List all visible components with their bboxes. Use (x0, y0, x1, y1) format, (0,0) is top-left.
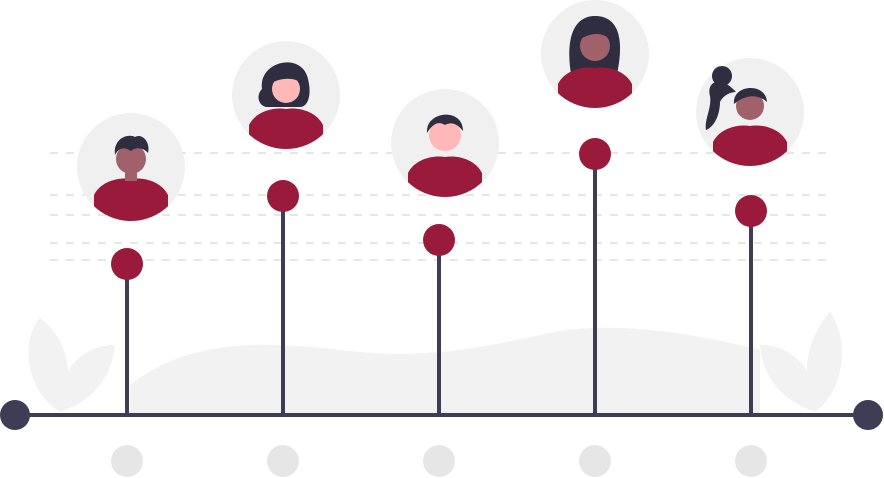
marker-2[interactable] (267, 180, 299, 212)
axis-end-node (853, 400, 883, 430)
right-plant-icon (760, 312, 842, 412)
marker-4[interactable] (579, 138, 611, 170)
woman-avatar-icon[interactable] (696, 58, 804, 166)
ground-dots (111, 445, 767, 477)
ground-dot (735, 445, 767, 477)
woman-avatar-icon[interactable] (541, 0, 649, 108)
marker-1[interactable] (111, 248, 143, 280)
man-avatar-icon[interactable] (391, 89, 499, 197)
ground-dot (267, 445, 299, 477)
ground-dot (579, 445, 611, 477)
left-plant-icon (28, 318, 115, 412)
man-avatar-icon[interactable] (77, 113, 185, 221)
ground-dot (111, 445, 143, 477)
ground-dot (423, 445, 455, 477)
background-hill (130, 327, 760, 415)
stems (125, 154, 753, 415)
marker-5[interactable] (735, 195, 767, 227)
markers (111, 138, 767, 280)
woman-avatar-icon[interactable] (232, 41, 340, 149)
axis-start-node (0, 400, 30, 430)
marker-3[interactable] (423, 224, 455, 256)
